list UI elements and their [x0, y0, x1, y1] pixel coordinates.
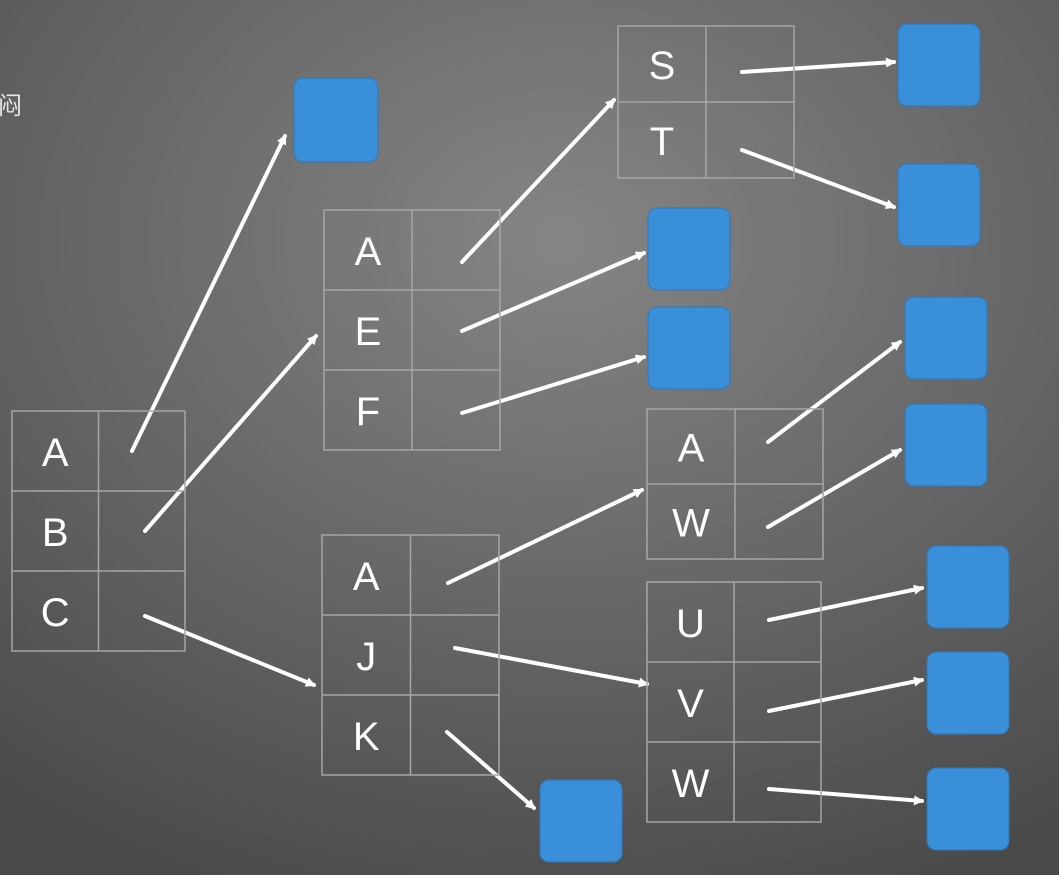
cell-key-a: A — [678, 427, 705, 471]
pointer-arrow — [130, 134, 287, 453]
cell-key-a: A — [42, 431, 69, 475]
cell-key-e: E — [355, 310, 382, 354]
pointer-arrow — [460, 354, 646, 415]
leaf-node — [293, 77, 379, 163]
table-node-aef: AEF — [323, 209, 501, 451]
table-node-ajk: AJK — [321, 534, 500, 776]
cell-key-k: K — [353, 715, 380, 759]
corner-glyph: 闷 — [0, 92, 22, 120]
table-node-st: ST — [617, 25, 795, 179]
pointer-arrow — [453, 646, 649, 688]
pointer-arrow — [740, 148, 896, 209]
leaf-node — [539, 779, 623, 863]
leaf-nodes — [293, 23, 1010, 863]
pointer-arrow — [460, 251, 646, 333]
leaf-node — [904, 296, 988, 380]
cell-key-a: A — [353, 555, 380, 599]
leaf-node — [897, 163, 981, 247]
pointer-arrow — [143, 614, 316, 687]
pointer-arrow — [740, 57, 896, 74]
cell-key-w: W — [672, 762, 710, 806]
cell-key-v: V — [677, 682, 704, 726]
table-node-uvw: UVW — [646, 581, 822, 823]
pointer-arrow — [446, 488, 644, 585]
cell-key-u: U — [676, 602, 705, 646]
pointer-arrow — [143, 334, 318, 533]
table-root: ABC — [11, 410, 186, 652]
cell-key-t: T — [650, 120, 674, 164]
leaf-node — [904, 403, 988, 487]
leaf-node — [647, 306, 731, 390]
cell-key-w: W — [672, 502, 710, 546]
pointer-arrow — [767, 584, 924, 622]
leaf-node — [926, 767, 1010, 851]
leaf-node — [926, 545, 1010, 629]
table-node-aw: AW — [646, 408, 824, 560]
pointer-arrow — [766, 340, 902, 444]
pointer-arrow — [445, 730, 536, 810]
leaf-node — [926, 651, 1010, 735]
cell-key-f: F — [356, 390, 380, 434]
pointer-arrow — [767, 676, 924, 713]
cell-key-j: J — [356, 635, 376, 679]
cell-key-s: S — [649, 44, 676, 88]
cell-key-c: C — [41, 591, 70, 635]
leaf-node — [647, 207, 731, 291]
arrows — [130, 57, 924, 810]
pointer-arrow — [460, 98, 616, 264]
pointer-arrow — [767, 787, 924, 806]
leaf-node — [897, 23, 981, 107]
cell-key-a: A — [355, 230, 382, 274]
cell-key-b: B — [42, 511, 69, 555]
pointer-arrow — [766, 448, 902, 529]
